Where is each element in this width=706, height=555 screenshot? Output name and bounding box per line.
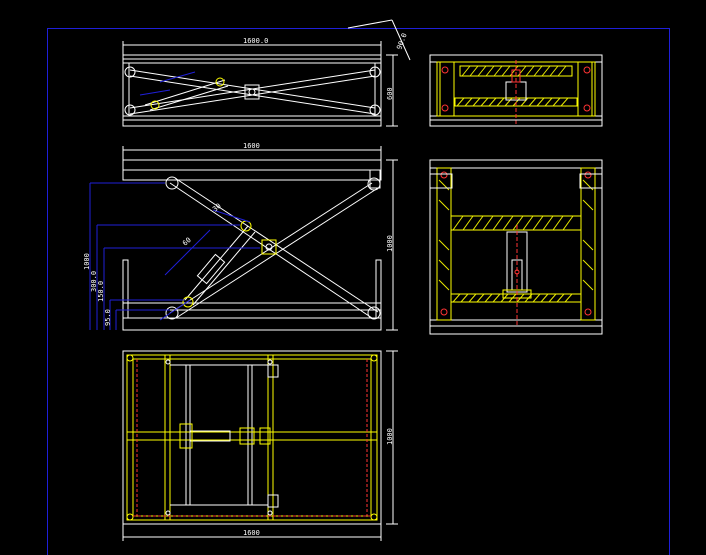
plan-view: 1600 1000 [122, 350, 398, 541]
dim-plan-width: 1600 [243, 529, 260, 537]
dim-front-diag-b: 60 [181, 236, 193, 248]
dim-plan-height: 1000 [386, 428, 394, 445]
top-side-view: 1600.0 90.0 600 [122, 19, 411, 127]
dim-front-left-a: 300.0 [90, 271, 98, 292]
end-view-raised [429, 159, 603, 335]
dim-front-left-b: 150.0 [97, 281, 105, 302]
front-view: 1600 [83, 142, 398, 331]
dim-front-left-total: 1000 [83, 253, 91, 270]
dim-front-width: 1600 [243, 142, 260, 150]
drawing-border [47, 28, 670, 555]
top-end-view [429, 54, 603, 127]
dim-front-diag-a: 30 [211, 202, 223, 214]
dim-top-angle: 90.0 [395, 32, 408, 51]
dim-top-width: 1600.0 [243, 37, 268, 45]
dim-top-side: 600 [386, 87, 394, 100]
dim-front-height: 1000 [386, 235, 394, 252]
dim-front-left-c: 95.0 [104, 309, 112, 326]
